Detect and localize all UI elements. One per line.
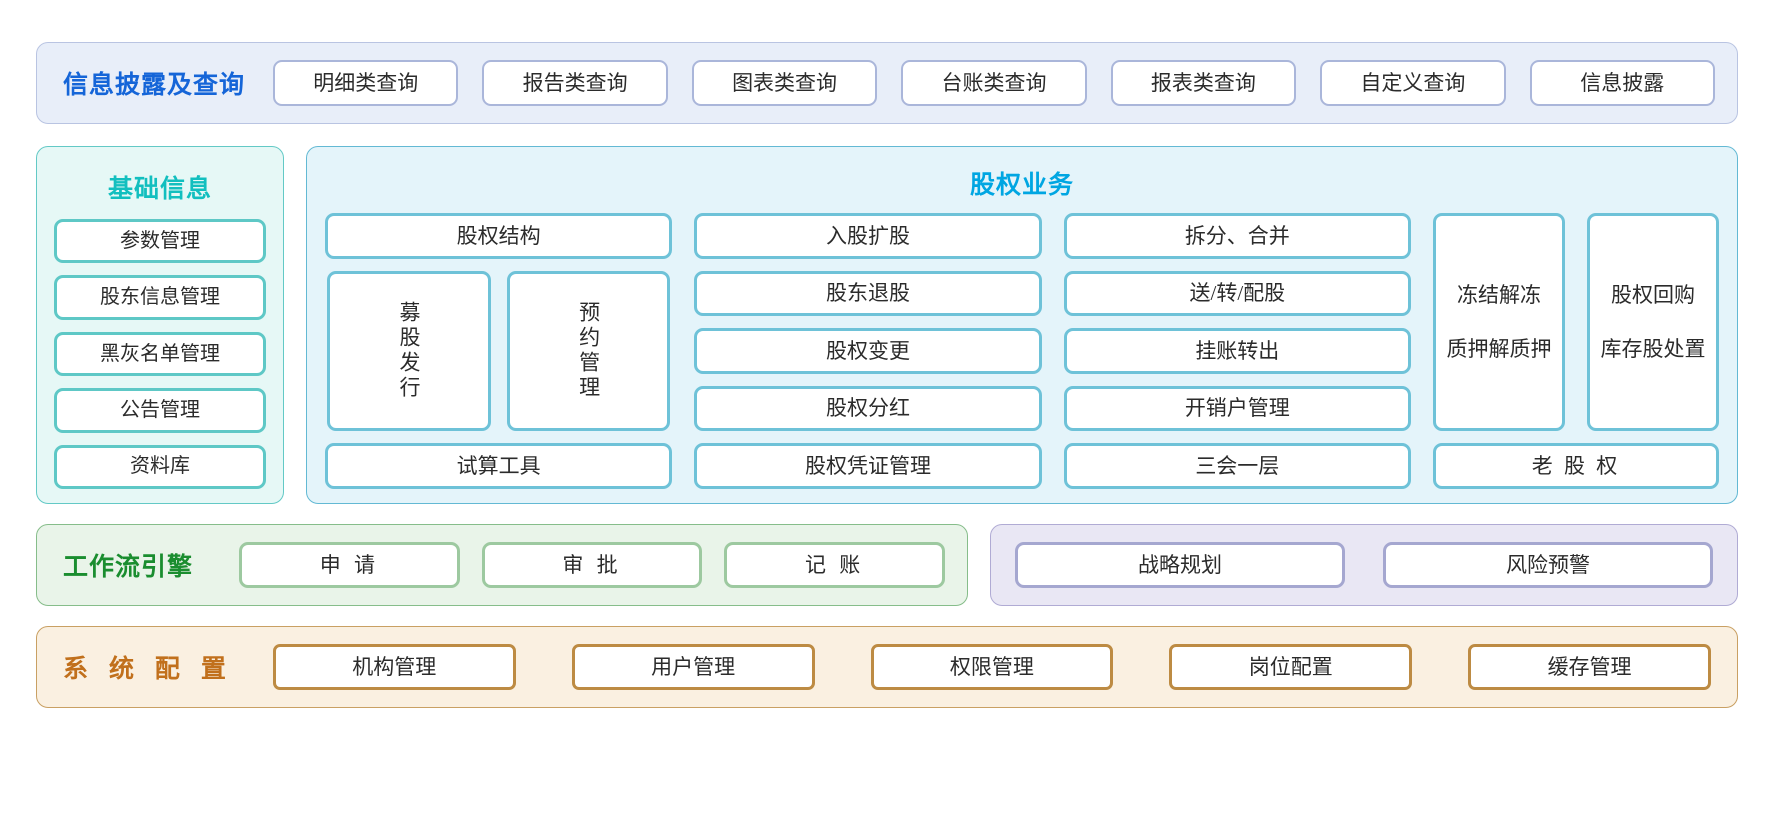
equity-item-three-meetings-one-layer[interactable]: 三会一层 [1063, 443, 1411, 489]
system-item-user-management[interactable]: 用户管理 [571, 644, 815, 690]
equity-item-share-offering[interactable]: 募股发行 [327, 271, 491, 431]
basic-item-blacklist-greylist-management[interactable]: 黑灰名单管理 [54, 331, 266, 377]
equity-business-title: 股权业务 [969, 171, 1074, 199]
equity-column-transactions-stack: 入股扩股 股东退股 股权变更 股权分红 [694, 213, 1042, 431]
workflow-engine-panel: 工作流引擎 申 请 审 批 记 账 [36, 524, 968, 606]
system-item-cache-management[interactable]: 缓存管理 [1468, 644, 1711, 690]
equity-business-columns: 股权结构 募股发行 预约管理 试算工具 入股扩股 股东退股 股权变更 股权分红 [325, 213, 1719, 489]
system-item-position-configuration[interactable]: 岗位配置 [1169, 644, 1413, 690]
equity-tall-box-pair: 冻结解冻 质押解质押 股权回购 库存股处置 [1432, 213, 1719, 431]
equity-item-legacy-equity[interactable]: 老 股 权 [1432, 443, 1719, 489]
strategy-panel: 战略规划 风险预警 [990, 524, 1738, 606]
system-item-organization-management[interactable]: 机构管理 [272, 644, 516, 690]
system-config-title: 系 统 配 置 [63, 655, 233, 683]
equity-item-equity-dividend[interactable]: 股权分红 [694, 385, 1042, 431]
disclosure-item-ledger-query[interactable]: 台账类查询 [901, 60, 1087, 106]
basic-item-document-library[interactable]: 资料库 [54, 444, 266, 490]
equity-label-equity-buyback: 股权回购 [1610, 282, 1695, 307]
equity-label-freeze-unfreeze: 冻结解冻 [1456, 282, 1541, 307]
disclosure-item-report-query[interactable]: 报告类查询 [482, 60, 668, 106]
equity-column-operations: 拆分、合并 送/转/配股 挂账转出 开销户管理 三会一层 [1063, 213, 1411, 489]
basic-info-list: 参数管理 股东信息管理 黑灰名单管理 公告管理 资料库 [54, 219, 266, 490]
equity-business-panel: 股权业务 股权结构 募股发行 预约管理 试算工具 入股扩股 股东退股 [306, 146, 1738, 504]
workflow-engine-title: 工作流引擎 [63, 553, 194, 581]
equity-item-shareholder-withdrawal[interactable]: 股东退股 [694, 270, 1042, 316]
equity-item-freeze-pledge-box[interactable]: 冻结解冻 质押解质押 [1432, 213, 1565, 431]
equity-item-bonus-transfer-rights-issue[interactable]: 送/转/配股 [1063, 270, 1411, 316]
equity-label-pledge-release: 质押解质押 [1446, 337, 1552, 361]
strategy-item-strategic-planning[interactable]: 战略规划 [1015, 542, 1345, 588]
disclosure-item-information-disclosure[interactable]: 信息披露 [1529, 60, 1715, 106]
basic-info-title: 基础信息 [107, 175, 212, 203]
disclosure-item-chart-query[interactable]: 图表类查询 [691, 60, 878, 106]
strategy-item-risk-alert[interactable]: 风险预警 [1383, 542, 1713, 588]
equity-item-equity-structure[interactable]: 股权结构 [325, 213, 673, 259]
equity-item-account-open-close-management[interactable]: 开销户管理 [1063, 385, 1411, 431]
equity-column-transactions: 入股扩股 股东退股 股权变更 股权分红 股权凭证管理 [694, 213, 1042, 489]
basic-info-panel: 基础信息 参数管理 股东信息管理 黑灰名单管理 公告管理 资料库 [36, 146, 284, 504]
workflow-chip-row: 申 请 审 批 记 账 [239, 542, 945, 588]
middle-section: 基础信息 参数管理 股东信息管理 黑灰名单管理 公告管理 资料库 股权业务 股权… [36, 146, 1738, 504]
equity-item-suspense-transfer-out[interactable]: 挂账转出 [1063, 328, 1411, 374]
equity-item-buyback-treasury-box[interactable]: 股权回购 库存股处置 [1586, 213, 1719, 431]
basic-item-announcement-management[interactable]: 公告管理 [54, 388, 266, 433]
workflow-item-application[interactable]: 申 请 [239, 542, 460, 588]
equity-item-equity-change[interactable]: 股权变更 [694, 328, 1042, 374]
equity-column-special: 冻结解冻 质押解质押 股权回购 库存股处置 老 股 权 [1432, 213, 1719, 489]
equity-label-treasury-share-disposal: 库存股处置 [1600, 337, 1706, 361]
basic-item-parameter-management[interactable]: 参数管理 [54, 219, 266, 264]
basic-item-shareholder-info-management[interactable]: 股东信息管理 [54, 275, 266, 320]
equity-column-operations-stack: 拆分、合并 送/转/配股 挂账转出 开销户管理 [1063, 213, 1411, 431]
system-config-section: 系 统 配 置 机构管理 用户管理 权限管理 岗位配置 缓存管理 [36, 626, 1738, 708]
system-item-permission-management[interactable]: 权限管理 [870, 644, 1114, 690]
system-config-chip-row: 机构管理 用户管理 权限管理 岗位配置 缓存管理 [272, 644, 1711, 690]
equity-column-structure: 股权结构 募股发行 预约管理 试算工具 [325, 213, 673, 489]
equity-item-calculation-tool[interactable]: 试算工具 [325, 443, 673, 489]
disclosure-item-custom-query[interactable]: 自定义查询 [1320, 60, 1506, 106]
disclosure-section-title: 信息披露及查询 [63, 71, 246, 99]
workflow-item-approval[interactable]: 审 批 [481, 542, 703, 588]
disclosure-chip-row: 明细类查询 报告类查询 图表类查询 台账类查询 报表类查询 自定义查询 信息披露 [273, 60, 1715, 106]
workflow-item-bookkeeping[interactable]: 记 账 [724, 542, 945, 588]
equity-item-reservation-management[interactable]: 预约管理 [506, 271, 671, 431]
disclosure-item-detail-query[interactable]: 明细类查询 [273, 60, 459, 106]
equity-item-certificate-management[interactable]: 股权凭证管理 [694, 443, 1042, 489]
equity-item-share-subscription[interactable]: 入股扩股 [694, 213, 1042, 259]
equity-vertical-group: 募股发行 预约管理 [325, 271, 672, 431]
workflow-strategy-section: 工作流引擎 申 请 审 批 记 账 战略规划 风险预警 [36, 524, 1738, 606]
disclosure-item-statement-query[interactable]: 报表类查询 [1110, 60, 1297, 106]
equity-item-split-merge[interactable]: 拆分、合并 [1063, 213, 1411, 259]
disclosure-section: 信息披露及查询 明细类查询 报告类查询 图表类查询 台账类查询 报表类查询 自定… [36, 42, 1738, 124]
